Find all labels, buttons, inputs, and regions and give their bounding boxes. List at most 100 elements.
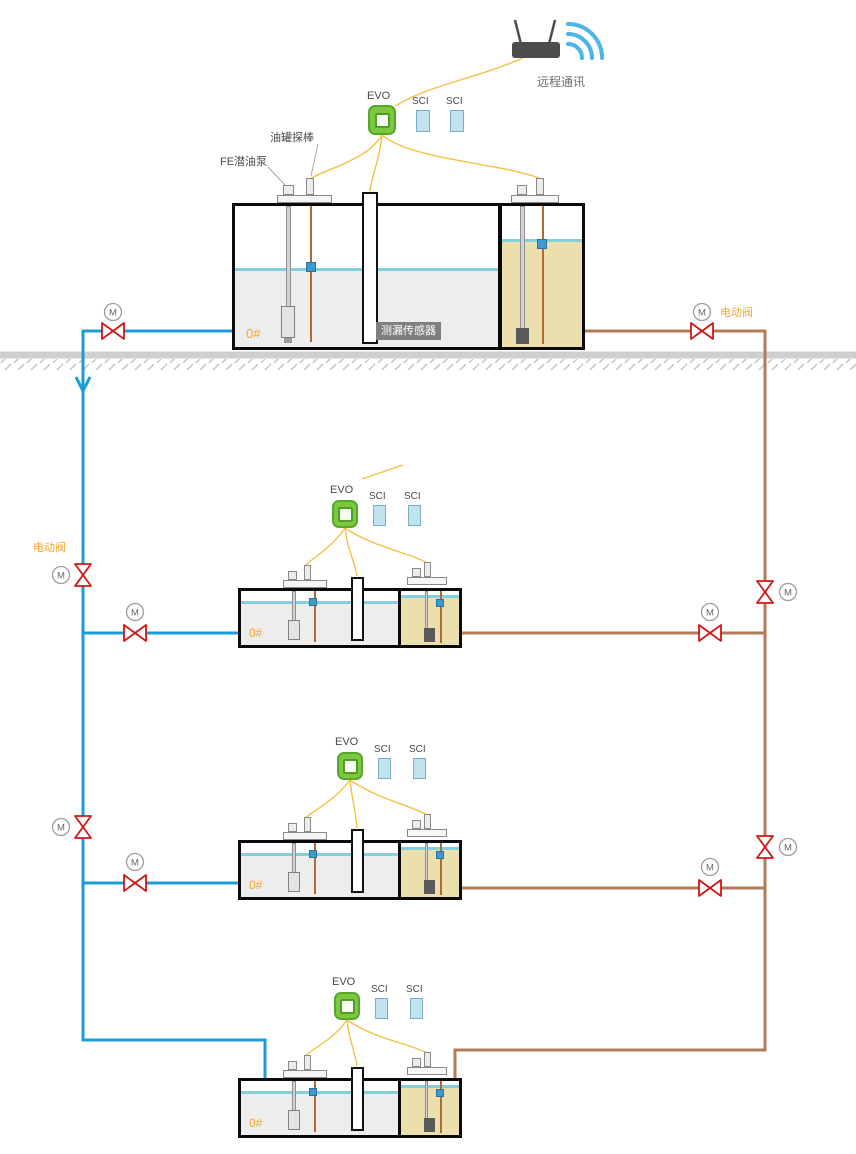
evo-controller-3 [337,752,363,780]
pump-column [520,206,525,330]
motor-valve-icon [698,879,722,897]
st2-wire-right [344,527,428,564]
leak-sensor-label: 测漏传感器 [376,322,441,340]
ground-hatch [0,359,856,370]
tank4-divider [398,1081,401,1135]
wifi-signal-icon [566,32,594,60]
evo-label: EVO [367,90,391,102]
probe-head-fitting [306,178,314,195]
tank2-oil-line [401,595,459,598]
svg-text:M: M [109,308,117,319]
tank4-oil-line [401,1085,459,1088]
tank4-liquid-line [241,1091,398,1094]
evo-label: EVO [330,484,354,496]
manhole-flange [283,832,327,840]
wireless-router [512,19,604,60]
st1-wire-center [369,134,383,192]
submersible-pump [288,872,300,892]
tank-probe-rod [440,843,442,895]
svg-text:M: M [57,571,65,582]
tank3-oil-line [401,847,459,850]
fe-pump-label: FE潜油泵 [220,156,268,168]
manhole-flange [277,195,332,203]
probe-float [306,262,316,272]
electric-valve-label: 电动阀 [720,307,753,319]
sci-label: SCI [406,984,423,995]
evo-controller-2 [332,500,358,528]
probe-head-fitting [424,814,431,829]
motor-indicator: M [778,582,798,602]
manhole-flange [283,580,327,588]
manhole-flange [283,1070,327,1078]
manhole-flange [407,829,447,837]
st2-leader-wire [361,464,404,480]
st2-wire-center [344,527,358,577]
sci-module [450,110,464,132]
pump-column [286,206,291,309]
pump-head-fitting [517,185,527,195]
motor-valve-icon [756,835,774,859]
motor-indicator: M [778,837,798,857]
leak-sensor-tube [362,192,378,344]
motor-valve-icon [123,874,147,892]
evo-label: EVO [335,736,359,748]
evo-label: EVO [332,976,356,988]
blue-main-pipe [81,329,267,1078]
probe-float [436,851,444,859]
evo-screen [342,758,358,774]
tank2-liquid-line [241,601,398,604]
tank2-divider [398,591,401,645]
fuel-tank-3 [238,840,462,900]
submersible-pump [288,1110,300,1130]
probe-float [436,1089,444,1097]
sci-module [373,505,386,526]
sci-label: SCI [404,491,421,502]
motor-valve-icon [123,624,147,642]
submersible-pump [516,328,529,344]
svg-text:M: M [698,308,706,319]
motor-valve-icon [698,624,722,642]
motor-valve-icon [101,322,125,340]
pump-column [425,591,428,629]
manhole-flange [407,577,447,585]
fuel-tank-4 [238,1078,462,1138]
motor-valve-icon [74,563,92,587]
svg-text:M: M [706,608,714,619]
router-body [512,42,560,58]
svg-text:M: M [131,858,139,869]
evo-controller-4 [334,992,360,1020]
tank-probe-rod [542,206,544,344]
router-evo-wire [394,57,524,107]
motor-indicator: M [51,817,71,837]
sci-label: SCI [412,96,429,107]
probe-head-fitting [424,1052,431,1067]
manhole-flange [511,195,559,203]
motor-valve-icon [756,580,774,604]
tank3-liquid-line [241,853,398,856]
pump-head-fitting [288,1061,297,1070]
st4-wire-right [346,1019,428,1054]
pump-head-fitting [283,185,294,195]
probe-head-fitting [536,178,544,195]
wifi-signal-icon [566,42,584,60]
submersible-pump [281,306,295,338]
tank-probe-label: 油罐探棒 [270,132,314,144]
evo-screen [337,506,353,522]
motor-indicator: M [700,602,720,622]
tank3-divider [398,843,401,897]
pump-leader-line [267,166,287,187]
evo-controller-1 [368,105,396,135]
submersible-pump [424,628,435,642]
pump-head-fitting [412,1058,421,1067]
st3-wire-left [304,779,351,819]
motor-indicator: M [103,302,123,322]
sci-label: SCI [369,491,386,502]
router-antenna-icon [547,19,557,45]
evo-screen [374,112,390,128]
tank2-liquid [241,604,398,645]
pump-foot [284,338,292,343]
pump-head-fitting [288,823,297,832]
tank1-divider [498,206,502,347]
pump-column [425,843,428,881]
